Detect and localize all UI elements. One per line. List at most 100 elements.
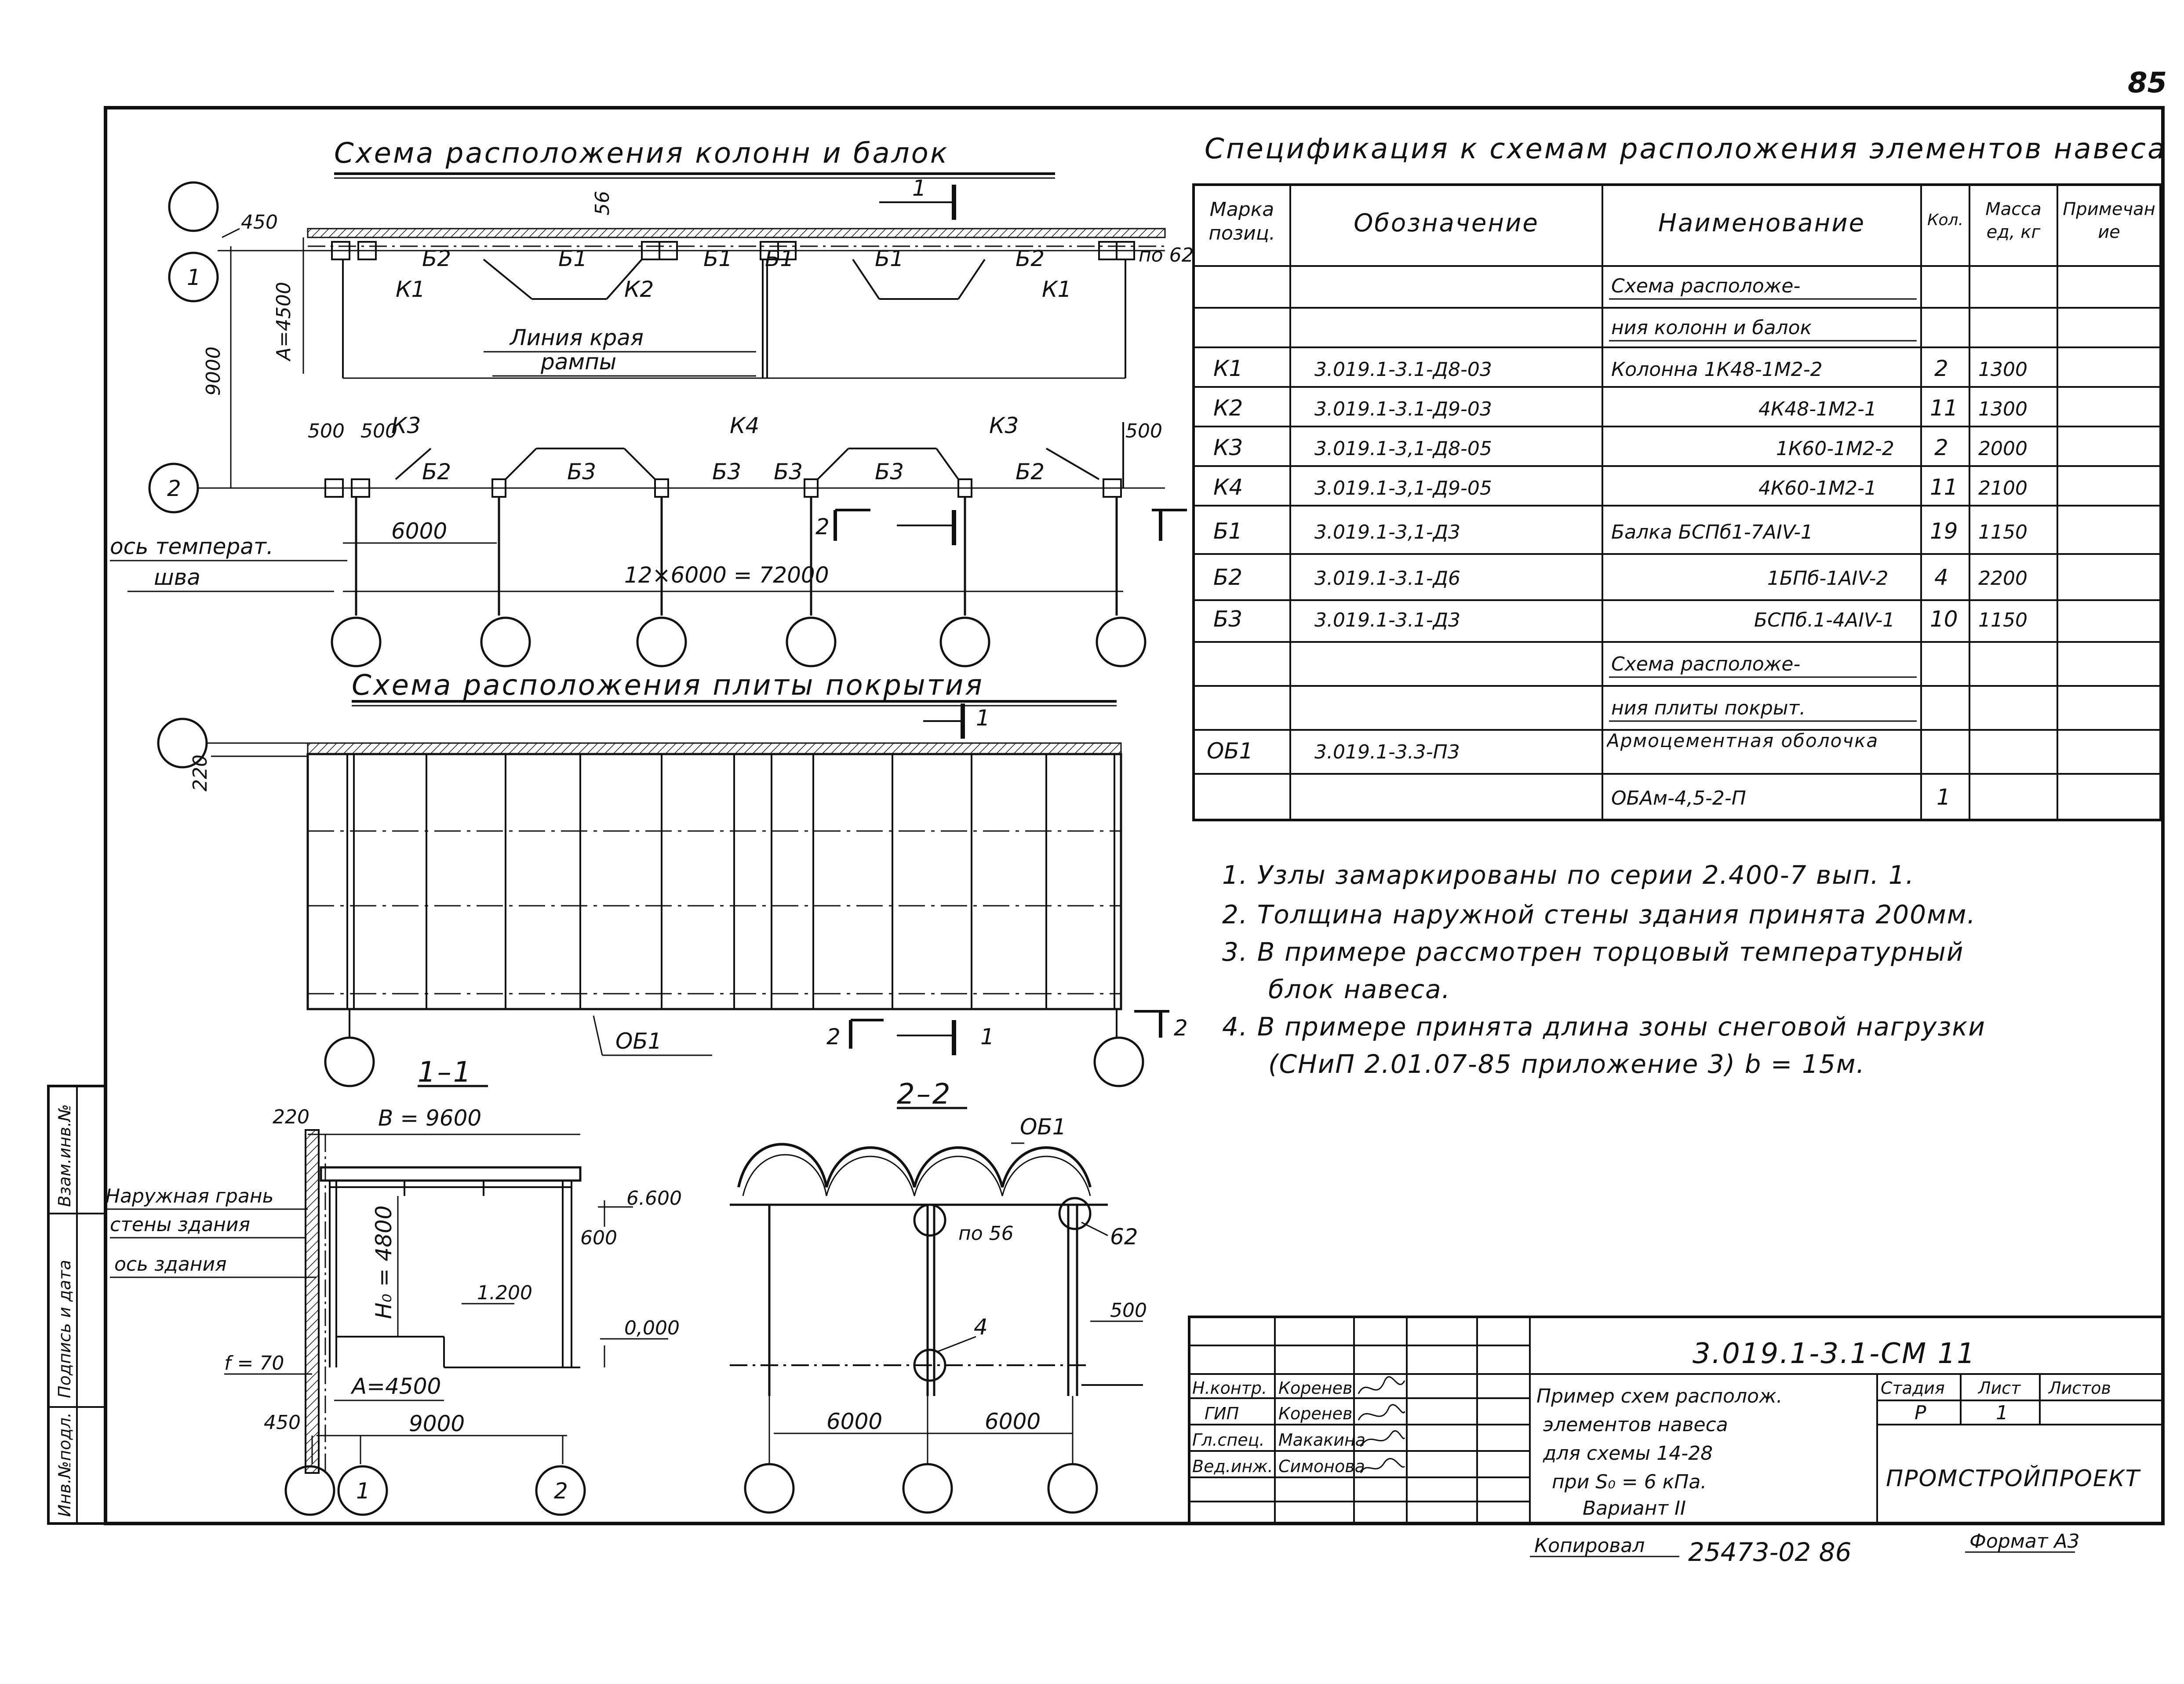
spec-row-13: ОБАм-4,5-2-П 1 xyxy=(1611,784,1951,810)
dim-4500: А=4500 xyxy=(273,282,295,362)
beam-label-bottom-4: Б3 xyxy=(774,459,803,485)
spec-row-5-designation: 3.019.1-3,1-Д8-05 xyxy=(1314,437,1492,460)
sheet-frame xyxy=(104,106,2165,1525)
spec-header-mass: Масса ед, кг xyxy=(1985,199,2042,242)
s11-grid-2: 2 xyxy=(554,1478,568,1504)
spec-row-6-qty: 11 xyxy=(1930,474,1958,500)
spec-header-mark: Марка позиц. xyxy=(1208,198,1275,244)
tb-role-3: Гл.спец. xyxy=(1192,1430,1265,1450)
s11-dim-600: 600 xyxy=(580,1227,617,1249)
spec-row-5-name: 1К60-1М2-2 xyxy=(1776,437,1894,460)
spec-row-4-name: 4К48-1М2-1 xyxy=(1758,398,1877,420)
section-2-2: 2–2 ОБ1 по 56 62 4 500 6000 6000 xyxy=(730,1078,1147,1514)
beam-label-top-3: Б1 xyxy=(703,246,732,271)
beam-label-top-1: Б2 xyxy=(422,246,451,271)
spec-row-8: Б2 3.019.1-3.1-Д6 1БПб-1АIV-2 4 2200 xyxy=(1213,565,2027,590)
axis-label-1: 1 xyxy=(187,265,201,290)
spec-row-4-mark: К2 xyxy=(1213,395,1243,421)
note-4-cont: (СНиП 2.01.07-85 приложение 3) b = 15м. xyxy=(1268,1049,1865,1079)
tb-title-2: элементов навеса xyxy=(1543,1414,1728,1436)
spec-row-9: Б3 3.019.1-3.1-Д3 БСПб.1-4АIV-1 10 1150 xyxy=(1213,606,2027,632)
spec-row-4-mass: 1300 xyxy=(1978,398,2027,420)
tb-role-4: Вед.инж. xyxy=(1192,1457,1273,1476)
beam-label-top-6: Б2 xyxy=(1016,246,1045,271)
s11-dim-220: 220 xyxy=(273,1106,309,1128)
s11-elev-0000: 0,000 xyxy=(624,1317,680,1339)
tb-name-1: Коренев xyxy=(1278,1378,1352,1398)
spec-row-2-name: ния колонн и балок xyxy=(1611,317,1812,339)
column-label-bottom-1: К3 xyxy=(391,413,421,438)
section-22-title: 2–2 xyxy=(897,1078,952,1111)
s11-grid-1: 1 xyxy=(356,1478,370,1504)
beam-label-top-2: Б1 xyxy=(558,246,587,271)
spec-row-3-designation: 3.019.1-3.1-Д8-03 xyxy=(1314,358,1492,381)
dim-500-c: 500 xyxy=(1125,420,1162,442)
spec-row-1-name: Схема расположе- xyxy=(1611,275,1800,297)
spec-row-5-qty: 2 xyxy=(1934,435,1948,460)
title-block: 3.019.1-3.1-СМ 11 Н.контр. ГИП Гл.спец. … xyxy=(1188,1316,2164,1525)
note-3-cont: блок навеса. xyxy=(1268,974,1451,1004)
margin-vzam: Взам.инв.№ xyxy=(55,1104,74,1207)
spec-row-2: ния колонн и балок xyxy=(1609,317,1917,342)
tb-title-3: для схемы 14-28 xyxy=(1543,1442,1713,1465)
spec-row-7-mark: Б1 xyxy=(1213,518,1242,544)
spec-row-3-mass: 1300 xyxy=(1978,358,2027,381)
spec-row-6: К4 3.019.1-3,1-Д9-05 4К60-1М2-1 11 2100 xyxy=(1213,474,2027,500)
spec-table xyxy=(1192,183,2162,821)
spec-row-7-mass: 1150 xyxy=(1978,521,2027,543)
spec-header-note: Примечание xyxy=(2063,199,2155,242)
plate-section-2-right: 2 xyxy=(1174,1015,1188,1041)
dim-total: 12×6000 = 72000 xyxy=(624,562,829,588)
beam-label-top-4: Б1 xyxy=(765,246,794,271)
spec-row-11: ния плиты покрыт. xyxy=(1609,697,1917,722)
spec-row-9-qty: 10 xyxy=(1930,606,1958,632)
spec-row-6-mark: К4 xyxy=(1213,474,1243,500)
spec-row-8-name: 1БПб-1АIV-2 xyxy=(1767,567,1889,590)
spec-row-13-qty: 1 xyxy=(1936,784,1951,810)
tb-stage: Р xyxy=(1915,1402,1926,1424)
spec-row-4-designation: 3.019.1-3.1-Д9-03 xyxy=(1314,398,1492,420)
spec-row-8-mass: 2200 xyxy=(1978,567,2027,590)
tb-sheet: 1 xyxy=(1996,1402,2008,1424)
note-2: 2. Толщина наружной стены здания принята… xyxy=(1222,900,1976,929)
column-label-top-2: К2 xyxy=(624,277,654,302)
tb-sheet-label: Лист xyxy=(1977,1378,2021,1398)
s11-dim-h0: Н₀ = 4800 xyxy=(371,1205,397,1319)
tb-title-5: Вариант II xyxy=(1583,1497,1686,1520)
spec-header-name: Наименование xyxy=(1658,209,1866,237)
specification: Спецификация к схемам расположения элеме… xyxy=(1192,133,2165,821)
tb-role-1: Н.контр. xyxy=(1192,1378,1267,1398)
column-label-bottom-3: К3 xyxy=(989,413,1019,438)
dim-500-a: 500 xyxy=(308,420,345,442)
spec-row-4: К2 3.019.1-3.1-Д9-03 4К48-1М2-1 11 1300 xyxy=(1213,395,2027,421)
plate-section-2-bottom: 2 xyxy=(826,1024,841,1050)
beam-label-bottom-6: Б2 xyxy=(1016,459,1045,485)
column-label-top-1: К1 xyxy=(396,277,425,302)
s11-axis-note: ось здания xyxy=(114,1253,227,1276)
margin-inv-podl: Инв.№подл. xyxy=(55,1412,74,1517)
spec-header-designation: Обозначение xyxy=(1354,209,1539,237)
section-1-1: 1–1 220 В = 9600 Наружная грань стены зд… xyxy=(106,1056,682,1516)
axis-temp-2: шва xyxy=(154,565,200,590)
spec-row-5: К3 3.019.1-3,1-Д8-05 1К60-1М2-2 2 2000 xyxy=(1213,435,2027,460)
plate-section-1-bottom: 1 xyxy=(980,1024,994,1050)
spec-row-8-designation: 3.019.1-3.1-Д6 xyxy=(1314,567,1460,590)
plate-scheme-title: Схема расположения плиты покрытия xyxy=(352,669,984,702)
s11-dim-450: 450 xyxy=(264,1411,301,1434)
spec-row-12-mark: ОБ1 xyxy=(1207,738,1253,764)
axis-temp-1: ось температ. xyxy=(110,534,273,559)
spec-row-7: Б1 3.019.1-3,1-Д3 Балка БСПб1-7АIV-1 19 … xyxy=(1213,518,2027,544)
spec-row-3-qty: 2 xyxy=(1934,356,1948,381)
column-scheme: Схема расположения колонн и балок 1 2 45… xyxy=(110,137,1194,667)
spec-row-9-designation: 3.019.1-3.1-Д3 xyxy=(1314,609,1460,631)
s11-wall-note-2: стены здания xyxy=(110,1214,250,1236)
spec-row-12: ОБ1 3.019.1-3.3-П3 Армоцементная оболочк… xyxy=(1207,731,1878,764)
spec-row-3-name: Колонна 1К48-1М2-2 xyxy=(1611,358,1823,381)
section-mark-2-mid: 2 xyxy=(815,514,830,539)
s11-dim-9000: 9000 xyxy=(409,1411,465,1436)
spec-row-7-name: Балка БСПб1-7АIV-1 xyxy=(1611,521,1813,543)
spec-header-qty: Кол. xyxy=(1927,211,1964,229)
note-1: 1. Узлы замаркированы по серии 2.400-7 в… xyxy=(1222,860,1915,890)
plate-scheme: Схема расположения плиты покрытия 220 1 xyxy=(157,669,1188,1087)
